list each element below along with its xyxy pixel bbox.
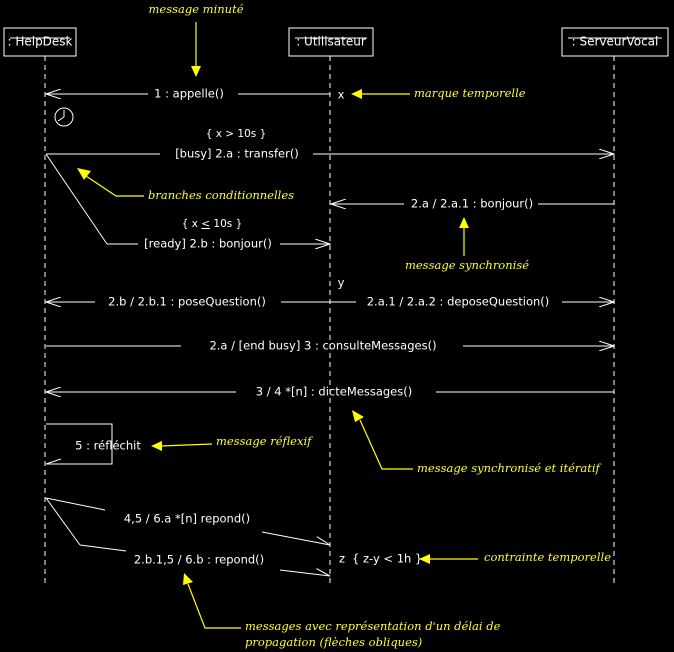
lifeline-helpdesk-box <box>3 27 77 57</box>
time-mark-x: x <box>338 88 345 102</box>
message-transfer: [busy] 2.a : transfer() <box>46 147 614 161</box>
note-synchronise-text: message synchronisé <box>405 258 529 272</box>
note-message-minute-text: message minuté <box>148 2 243 16</box>
message-reflechit: 5 : réfléchit <box>45 423 141 465</box>
message-consultemessages: 2.a / [end busy] 3 : consulteMessages() <box>46 339 614 353</box>
message-deposequestion: 2.a.1 / 2.a.2 : deposeQuestion() <box>367 295 614 309</box>
message-bonjour-2a1: 2.a / 2.a.1 : bonjour() <box>331 197 614 211</box>
lifeline-helpdesk-label: : HelpDesk <box>7 35 72 49</box>
message-repond-6a: 4,5 / 6.a *[n] repond() <box>45 497 330 546</box>
message-appelle: 1 : appelle() <box>46 87 330 101</box>
branch-line <box>45 153 108 245</box>
note-message-minute: message minuté <box>148 2 244 77</box>
note-contrainte-text: contrainte temporelle <box>484 550 611 564</box>
note-synchronise: message synchronisé <box>405 217 529 272</box>
message-reflechit-label: 5 : réfléchit <box>75 439 141 453</box>
guard-x-greater: { x > 10s } <box>206 128 267 140</box>
lifeline-serveur-box <box>561 27 669 57</box>
message-transfer-label: [busy] 2.a : transfer() <box>175 147 299 161</box>
clock-icon <box>54 107 74 127</box>
lifeline-serveur: : ServeurVocal <box>561 27 669 585</box>
guard-x-less-equal: { x < 10s } <box>182 218 243 230</box>
note-marque-temporelle-text: marque temporelle <box>414 86 526 100</box>
message-deposequestion-label: 2.a.1 / 2.a.2 : deposeQuestion() <box>367 295 550 309</box>
note-synchro-iteratif-text: message synchronisé et itératif <box>417 461 602 475</box>
message-repond-6b: 2.b.1,5 / 6.b : repond() <box>45 497 330 577</box>
note-marque-temporelle: marque temporelle <box>351 86 526 100</box>
message-bonjour-2b-label: [ready] 2.b : bonjour() <box>144 237 272 251</box>
message-bonjour-2b: [ready] 2.b : bonjour() <box>107 237 330 251</box>
note-reflexif-text: message réflexif <box>216 434 313 448</box>
note-delai-line2: propagation (flèches obliques) <box>245 635 422 649</box>
message-dictemessages-label: 3 / 4 *[n] : dicteMessages() <box>256 385 412 399</box>
note-reflexif: message réflexif <box>151 434 313 451</box>
message-consultemessages-label: 2.a / [end busy] 3 : consulteMessages() <box>209 339 436 353</box>
message-posequestion: 2.b / 2.b.1 : poseQuestion() <box>46 295 356 309</box>
message-repond-6b-label: 2.b.1,5 / 6.b : repond() <box>134 553 264 567</box>
lifeline-utilisateur-label: : Utilisateur <box>296 35 366 49</box>
lifeline-utilisateur: : Utilisateur <box>288 27 374 585</box>
note-synchro-iteratif: message synchronisé et itératif <box>352 410 602 475</box>
lifeline-utilisateur-box <box>288 27 374 57</box>
message-posequestion-label: 2.b / 2.b.1 : poseQuestion() <box>108 295 266 309</box>
lifeline-serveur-label: : ServeurVocal <box>572 35 659 49</box>
note-delai-line1: messages avec représentation d'un délai … <box>245 619 501 633</box>
message-bonjour-2a1-label: 2.a / 2.a.1 : bonjour() <box>411 197 533 211</box>
note-contrainte: contrainte temporelle <box>419 550 611 564</box>
note-delai-propagation: messages avec représentation d'un délai … <box>183 573 501 649</box>
message-repond-6a-label: 4,5 / 6.a *[n] repond() <box>124 512 250 526</box>
note-branches: branches conditionnelles <box>77 168 294 202</box>
time-constraint-z-y: { z-y < 1h } <box>352 552 422 566</box>
note-branches-text: branches conditionnelles <box>148 188 294 202</box>
time-mark-z: z <box>339 552 345 566</box>
time-mark-y: y <box>338 276 345 290</box>
message-dictemessages: 3 / 4 *[n] : dicteMessages() <box>46 385 614 399</box>
message-appelle-label: 1 : appelle() <box>154 87 224 101</box>
lifeline-helpdesk: : HelpDesk <box>3 27 77 585</box>
